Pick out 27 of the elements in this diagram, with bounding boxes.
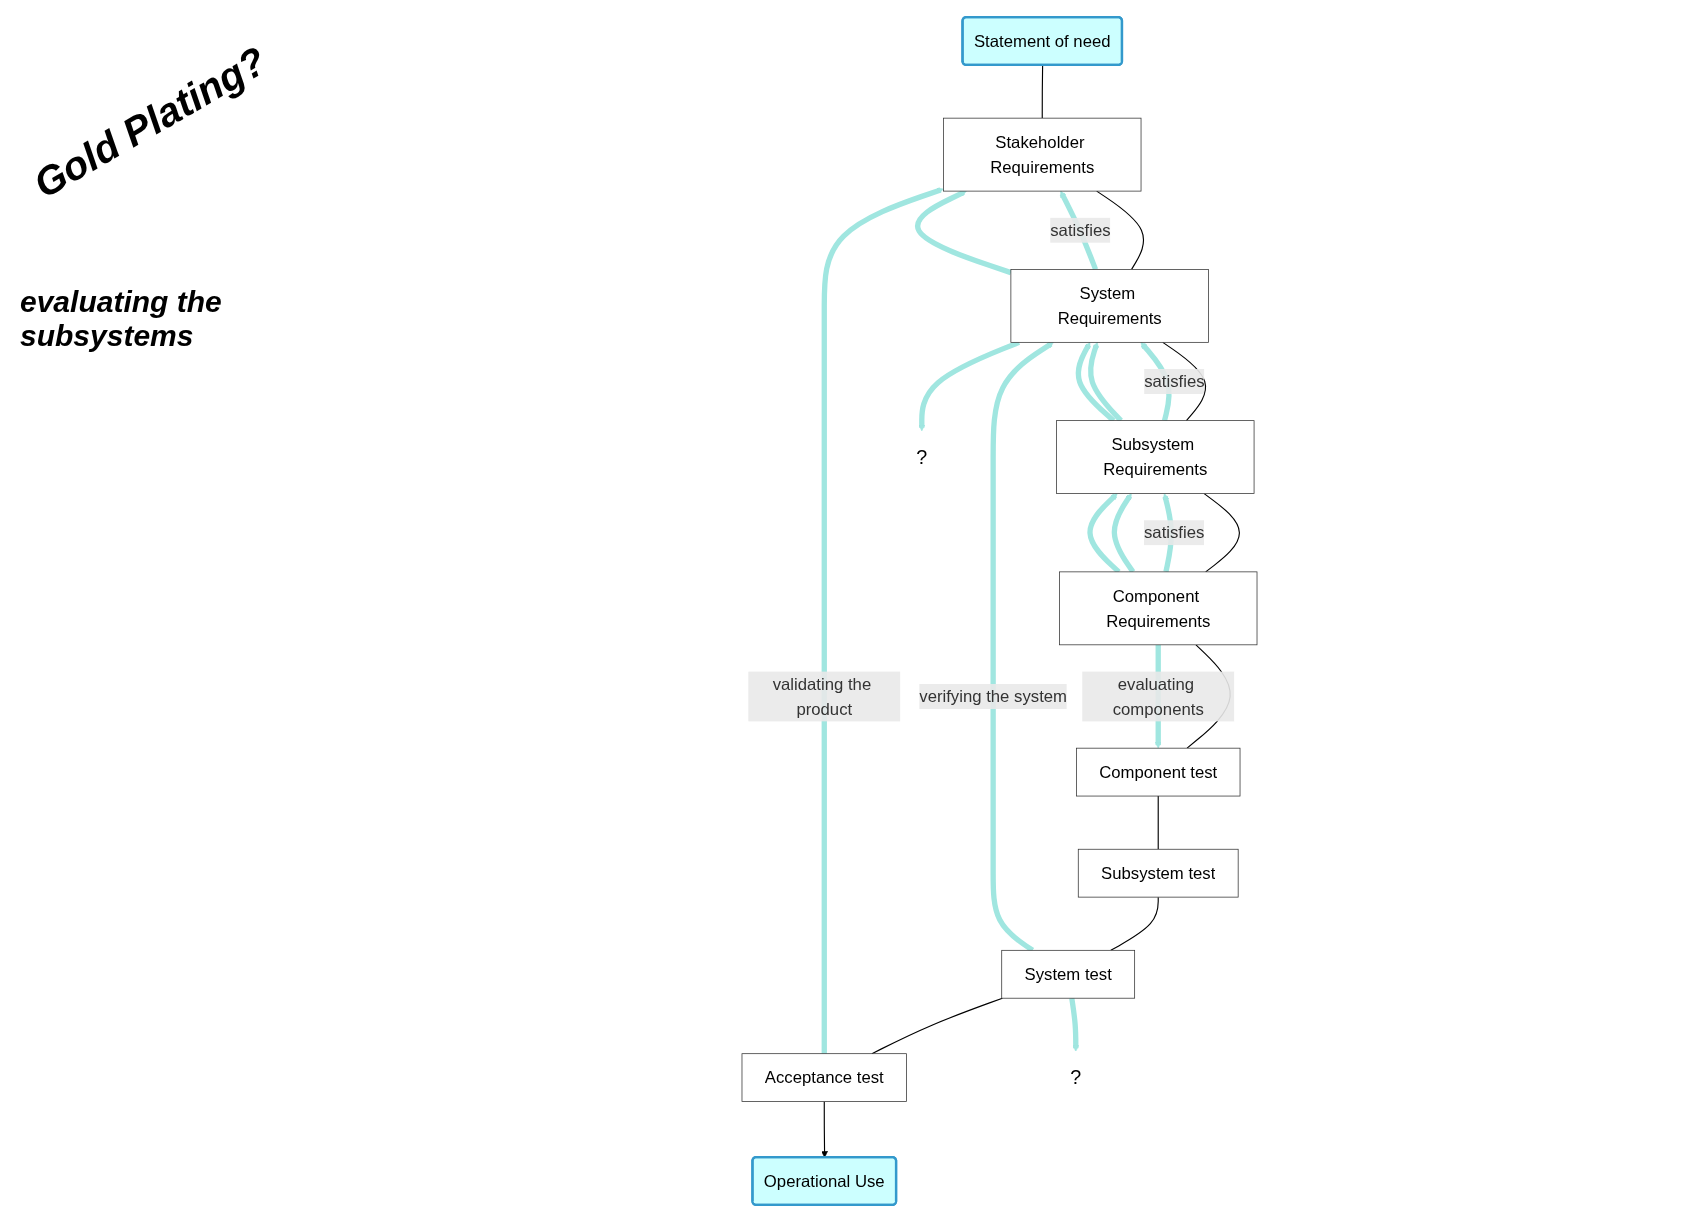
edge-label: satisfies — [1143, 522, 1205, 542]
node-box: System Requirements — [1010, 268, 1209, 343]
connector — [1157, 794, 1159, 850]
connector — [1203, 492, 1240, 572]
node-box: Acceptance test — [741, 1052, 907, 1102]
arrow — [915, 189, 1012, 275]
connector — [871, 997, 1004, 1054]
arrow — [821, 186, 944, 1054]
node-box: System test — [1001, 949, 1136, 999]
node-box: Component Requirements — [1059, 571, 1258, 645]
node-box: Stakeholder Requirements — [943, 117, 1142, 191]
edge-label: verifying the system — [919, 686, 1068, 706]
node-box: Component test — [1076, 747, 1241, 796]
arrow — [1111, 492, 1136, 573]
node-box: Subsystem Requirements — [1056, 419, 1255, 494]
arrow — [1069, 997, 1080, 1052]
edge-label: evaluating components — [1112, 673, 1204, 719]
arrow — [1087, 341, 1123, 422]
edge-label: satisfies — [1050, 220, 1111, 240]
node-text: ? — [916, 444, 928, 468]
connector — [1041, 64, 1044, 119]
edge-label: validating the product — [772, 673, 872, 719]
edge-label: satisfies — [1144, 371, 1205, 391]
node-box: Subsystem test — [1077, 848, 1239, 897]
node-text: ? — [1070, 1065, 1082, 1089]
note-text: evaluating the subsystems — [20, 285, 223, 353]
connector — [1096, 190, 1145, 270]
